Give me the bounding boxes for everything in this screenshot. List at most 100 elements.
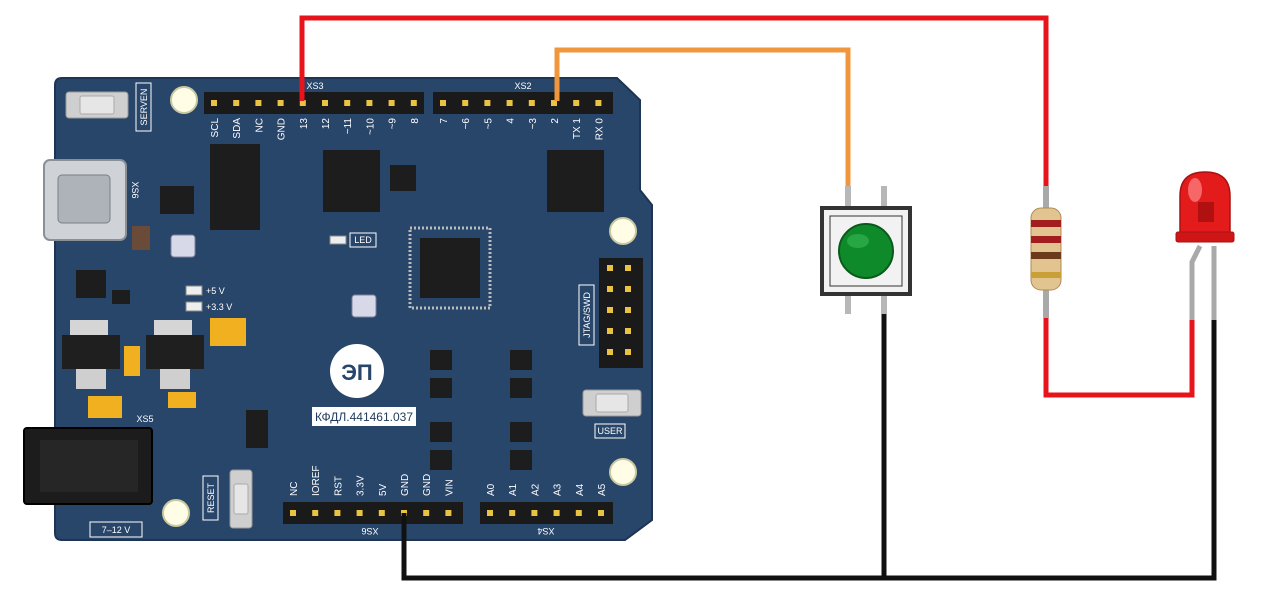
pin-label: NC <box>254 118 265 132</box>
header-pin[interactable] <box>553 510 560 516</box>
mosfet <box>430 422 452 442</box>
button-leg <box>881 292 887 314</box>
pin-label: A3 <box>553 483 564 496</box>
header-xs2-label: XS2 <box>514 81 531 91</box>
regulator-right-pins <box>160 369 190 389</box>
header-pin[interactable] <box>388 100 395 106</box>
jtag-pins <box>607 265 631 355</box>
pin-label: ~3 <box>528 118 539 130</box>
led-die <box>1198 202 1214 222</box>
tantalum-cap-small <box>124 346 140 376</box>
regulator-right-tab <box>154 320 192 335</box>
button-leg <box>881 186 887 210</box>
header-pin[interactable] <box>440 100 446 106</box>
board-logo <box>330 344 384 398</box>
header-xs6 <box>283 502 463 524</box>
header-pin[interactable] <box>255 100 262 106</box>
board-logo-text: ЭП <box>341 360 372 385</box>
header-pin[interactable] <box>322 100 328 106</box>
reset-label: RESET <box>206 482 216 513</box>
smd-pair <box>390 165 416 191</box>
header-pin[interactable] <box>423 510 430 516</box>
user-label-box <box>594 423 626 439</box>
header-pin[interactable] <box>528 100 535 106</box>
jtag-pin <box>607 328 613 334</box>
resistor-lead <box>1043 186 1049 212</box>
pin-label: TX 1 <box>572 118 583 140</box>
header-pin[interactable] <box>551 100 557 106</box>
header-pin[interactable] <box>445 510 452 516</box>
header-pin[interactable] <box>378 510 385 516</box>
header-pin[interactable] <box>312 510 319 516</box>
header-pin[interactable] <box>531 510 538 516</box>
pin-label: IOREF <box>311 465 322 496</box>
header-pin[interactable] <box>334 510 341 516</box>
push-button[interactable] <box>820 186 912 314</box>
serven-label: SERVEN <box>139 89 149 126</box>
header-pin[interactable] <box>487 510 493 516</box>
header-pin[interactable] <box>595 100 602 106</box>
pin-label: A2 <box>530 483 541 496</box>
header-pin[interactable] <box>484 100 491 106</box>
crystal-middle <box>351 294 377 318</box>
header-pin[interactable] <box>366 100 373 106</box>
pin-label: ~9 <box>388 118 399 130</box>
board-code: КФДЛ.441461.037 <box>315 410 413 424</box>
red-wire-pin13-resistor <box>299 15 1049 188</box>
header-pin[interactable] <box>410 100 417 106</box>
power-label: 7–12 V <box>102 525 131 535</box>
led-rim <box>1175 231 1235 243</box>
header-xs3-label: XS3 <box>306 81 323 91</box>
user-button[interactable] <box>595 393 629 413</box>
header-pin[interactable] <box>211 100 217 106</box>
header-pin[interactable] <box>575 510 582 516</box>
mcu-pins <box>408 226 492 310</box>
button-cap[interactable] <box>838 223 894 279</box>
serven-button[interactable] <box>79 95 115 115</box>
header-pin[interactable] <box>290 510 296 516</box>
header-pin[interactable] <box>506 100 513 106</box>
led-lead-anode <box>1189 244 1203 320</box>
pin-label: 2 <box>550 118 561 124</box>
pin-label: ~5 <box>483 118 494 130</box>
resistor-band <box>1031 236 1061 243</box>
reset-button[interactable] <box>233 483 249 515</box>
button-frame <box>829 215 903 287</box>
jtag-label: JTAG/SWD <box>582 292 592 338</box>
header-pin[interactable] <box>509 510 516 516</box>
mounting-hole <box>609 217 637 245</box>
pin-label: ~10 <box>365 118 376 135</box>
header-pin[interactable] <box>598 510 604 516</box>
red-wire-resistor-led <box>1043 318 1195 398</box>
jtag-pin <box>607 307 613 313</box>
serven-label-box <box>135 82 152 132</box>
header-pin[interactable] <box>573 100 580 106</box>
mosfet <box>430 378 452 398</box>
plus33-led <box>185 301 203 312</box>
pin-label: GND <box>277 118 288 140</box>
pin-label: GND <box>422 474 433 496</box>
smd-transistor <box>76 270 106 298</box>
header-pin[interactable] <box>462 100 469 106</box>
board-code-box <box>312 407 416 426</box>
pin-label: A0 <box>486 483 497 496</box>
mcu-chip <box>420 238 480 298</box>
header-pin[interactable] <box>233 100 240 106</box>
pin-label: 13 <box>299 118 310 130</box>
header-pin[interactable] <box>356 510 363 516</box>
mounting-hole <box>162 499 190 527</box>
plus5-led <box>185 285 203 296</box>
header-pin[interactable] <box>344 100 351 106</box>
header-pin[interactable] <box>299 100 306 106</box>
transistor-reset <box>246 410 268 448</box>
jtag-pin <box>625 265 631 271</box>
jtag-pin <box>625 286 631 292</box>
power-jack-label: XS5 <box>136 414 153 424</box>
pin-label: A5 <box>597 483 608 496</box>
pin-label: 8 <box>410 118 421 124</box>
pin-label: 5V <box>378 483 389 496</box>
header-pin[interactable] <box>277 100 284 106</box>
jtag-pin <box>607 265 613 271</box>
ic-left-small <box>160 186 194 214</box>
